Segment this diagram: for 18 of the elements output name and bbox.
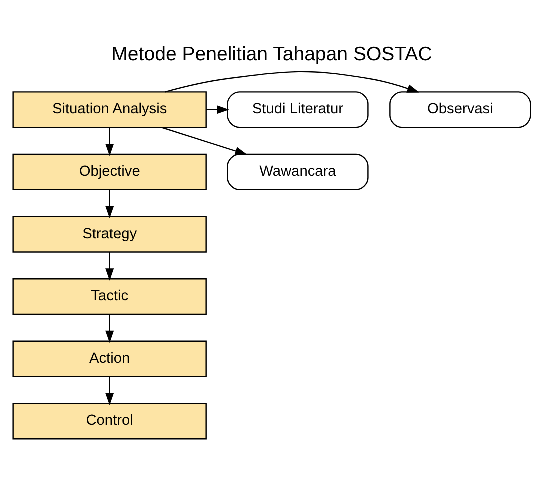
node-box: Action (12, 340, 207, 378)
diagram-title: Metode Penelitian Tahapan SOSTAC (112, 43, 432, 66)
node-box: Objective (12, 154, 207, 191)
node-box: Studi Literatur (227, 92, 369, 128)
arrow (106, 128, 114, 156)
arrow (106, 252, 114, 281)
node-box: Situation Analysis (12, 92, 207, 128)
node-box: Strategy (12, 216, 207, 253)
arrow (106, 314, 114, 344)
node-box: Tactic (12, 278, 207, 316)
node-box: Wawancara (227, 154, 369, 191)
arrow (162, 127, 248, 156)
arrow (106, 190, 114, 219)
arrow (106, 377, 114, 406)
node-box: Control (12, 403, 207, 440)
node-box: Observasi (390, 92, 532, 128)
arrow (165, 71, 420, 93)
arrow (206, 106, 230, 114)
